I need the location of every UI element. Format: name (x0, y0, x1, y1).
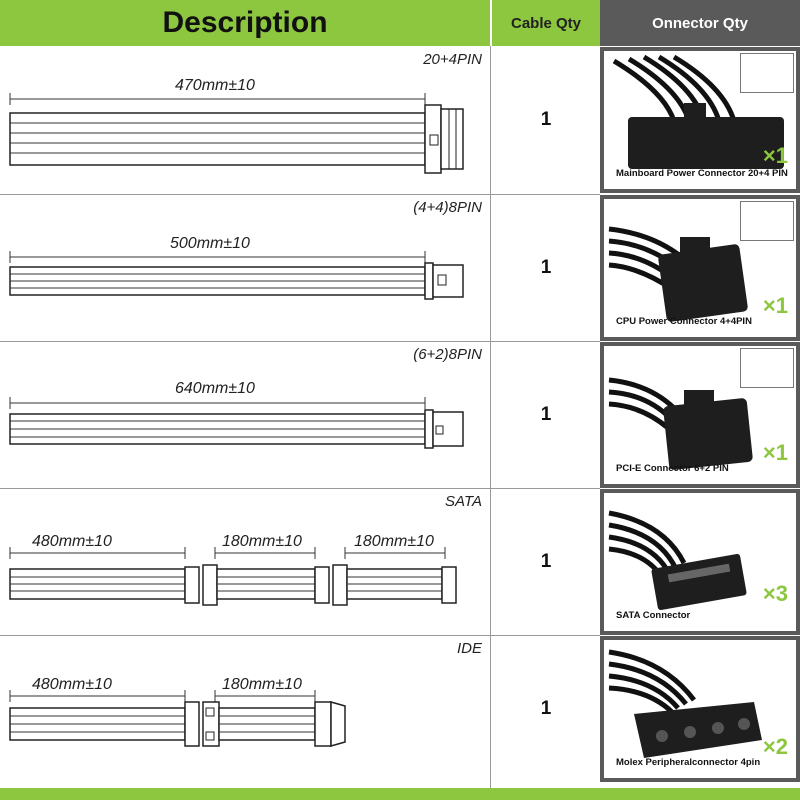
sata-connector-icon (608, 510, 747, 611)
atx-connector-icon (612, 54, 784, 169)
column-divider (490, 46, 491, 788)
length-label: 480mm±10 (32, 676, 112, 693)
table-row: 20+4PIN 470mm±10 1 (0, 47, 800, 193)
header-connector-qty: Onnector Qty (600, 0, 800, 46)
row-divider (0, 341, 600, 342)
length-label: 180mm±10 (222, 533, 302, 550)
cable-qty-value: 1 (540, 698, 552, 719)
molex-connector-icon (608, 649, 762, 758)
connector-image: ×1 CPU Power Connector 4+4PIN (604, 199, 796, 337)
length-label: 500mm±10 (170, 235, 250, 252)
connector-image: ×2 Molex Peripheralconnector 4pin (604, 640, 796, 778)
connector-multiplier: ×1 (762, 293, 788, 318)
table-row: (6+2)8PIN 640mm±10 1 (0, 342, 800, 488)
connector-cell: ×1 Mainboard Power Connector 20+4 PIN (600, 47, 800, 193)
table-row: (4+4)8PIN 500mm±10 1 (0, 195, 800, 341)
row-divider (0, 194, 600, 195)
length-label: 480mm±10 (32, 533, 112, 550)
description-cell: 20+4PIN 470mm±10 (0, 47, 490, 193)
connector-name: CPU Power Connector 4+4PIN (616, 316, 752, 327)
pin-label: 20+4PIN (423, 51, 482, 68)
connector-thumbnail (740, 201, 794, 241)
connector-image: ×3 SATA Connector (604, 493, 796, 631)
length-label: 470mm±10 (175, 77, 255, 94)
cable-drawing (9, 251, 464, 300)
description-cell: IDE 480mm±10 180mm±10 (0, 636, 490, 782)
cable-qty-value: 1 (540, 257, 552, 278)
description-cell: (6+2)8PIN 640mm±10 (0, 342, 490, 488)
connector-image: ×1 Mainboard Power Connector 20+4 PIN (604, 51, 796, 189)
pin-label: IDE (456, 640, 482, 657)
description-cell: (4+4)8PIN 500mm±10 (0, 195, 490, 341)
connector-cell: ×1 PCI-E Connector 6+2 PIN (600, 342, 800, 488)
connector-cell: ×1 CPU Power Connector 4+4PIN (600, 195, 800, 341)
pin-label: (4+4)8PIN (413, 199, 482, 216)
header-description: Description (0, 0, 492, 46)
cable-qty-value: 1 (540, 404, 552, 425)
connector-image: ×1 PCI-E Connector 6+2 PIN (604, 346, 796, 484)
connector-multiplier: ×1 (762, 143, 788, 168)
connector-multiplier: ×3 (762, 581, 788, 606)
pin-label: SATA (445, 493, 482, 510)
pcie-connector-icon (608, 377, 753, 470)
row-divider (0, 488, 600, 489)
length-label: 180mm±10 (222, 676, 302, 693)
description-cell: SATA 480mm±10 180mm±10 180mm±10 (0, 489, 490, 635)
connector-name: Molex Peripheralconnector 4pin (616, 757, 761, 768)
table-row: IDE 480mm±10 180mm±10 (0, 636, 800, 782)
connector-thumbnail (740, 53, 794, 93)
length-label: 180mm±10 (354, 533, 434, 550)
cpu-connector-icon (608, 226, 748, 322)
cable-qty-value: 1 (540, 109, 552, 130)
connector-cell: ×3 SATA Connector (600, 489, 800, 635)
footer-bar (0, 788, 800, 800)
connector-cell: ×2 Molex Peripheralconnector 4pin (600, 636, 800, 782)
cable-drawing (9, 547, 457, 606)
connector-name: Mainboard Power Connector 20+4 PIN (616, 168, 788, 179)
connector-name: SATA Connector (616, 610, 691, 621)
connector-multiplier: ×2 (762, 734, 788, 759)
cable-drawing (9, 93, 464, 174)
header-cable-qty: Cable Qty (492, 0, 600, 46)
cable-drawing (9, 690, 346, 747)
row-divider (0, 635, 600, 636)
table-row: SATA 480mm±10 180mm±10 180mm±10 (0, 489, 800, 635)
connector-multiplier: ×1 (762, 440, 788, 465)
pin-label: (6+2)8PIN (413, 346, 482, 363)
length-label: 640mm±10 (175, 380, 255, 397)
cable-drawing (9, 397, 464, 449)
cable-qty-value: 1 (540, 551, 552, 572)
connector-thumbnail (740, 348, 794, 388)
connector-name: PCI-E Connector 6+2 PIN (616, 463, 729, 474)
